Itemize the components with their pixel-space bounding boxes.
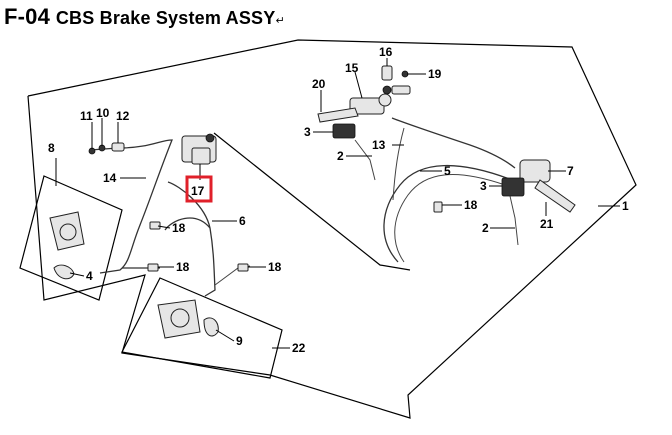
clamp-18-rear — [237, 263, 249, 272]
callout-2-left[interactable]: 2 — [337, 149, 344, 163]
callout-17[interactable]: 17 — [191, 184, 205, 198]
left-lever-cable — [391, 117, 516, 169]
leader-18-center — [157, 225, 171, 229]
wire-2-right — [509, 195, 519, 246]
callout-18-right[interactable]: 18 — [464, 198, 478, 212]
callout-7[interactable]: 7 — [567, 164, 574, 178]
hose-line-13 — [392, 127, 405, 201]
callout-21[interactable]: 21 — [540, 217, 554, 231]
callout-22[interactable]: 22 — [292, 341, 306, 355]
callout-18-center[interactable]: 18 — [172, 221, 186, 235]
callout-14[interactable]: 14 — [103, 171, 117, 185]
callout-3-right[interactable]: 3 — [480, 179, 487, 193]
clamp-18-center — [149, 221, 161, 230]
right-master-cylinder — [501, 159, 576, 213]
callout-1[interactable]: 1 — [622, 199, 629, 213]
leader-4 — [69, 272, 85, 277]
cbs-brake-hose — [167, 181, 216, 297]
callout-20[interactable]: 20 — [312, 77, 326, 91]
part-code: F-04 — [4, 4, 51, 29]
leader-9 — [215, 329, 235, 342]
front-brake-cable — [394, 174, 506, 263]
callout-18-lower[interactable]: 18 — [176, 260, 190, 274]
wire-2-left — [354, 139, 376, 181]
callout-6[interactable]: 6 — [239, 214, 246, 228]
callout-2-right[interactable]: 2 — [482, 221, 489, 235]
left-master-cylinder — [317, 93, 392, 139]
return-mark: ↵ — [275, 15, 285, 27]
rear-caliper — [157, 299, 219, 339]
callout-3-left[interactable]: 3 — [304, 125, 311, 139]
front-caliper-outline — [19, 175, 123, 301]
callout-12[interactable]: 12 — [116, 109, 130, 123]
callout-10[interactable]: 10 — [96, 106, 110, 120]
fitting-12 — [111, 142, 125, 152]
assembly-name: CBS Brake System ASSY — [55, 8, 276, 28]
callout-8[interactable]: 8 — [48, 141, 55, 155]
center-panel-outline — [213, 132, 411, 271]
callout-9[interactable]: 9 — [236, 334, 243, 348]
page-title: F-04 CBS Brake System ASSY↵ — [4, 4, 285, 30]
callout-4[interactable]: 4 — [86, 269, 93, 283]
cbs-distributor-valve — [181, 133, 217, 165]
main-assembly-outline — [27, 39, 637, 419]
callout-13[interactable]: 13 — [372, 138, 386, 152]
leader-15 — [354, 71, 363, 99]
rear-brake-cable — [383, 164, 513, 263]
callout-18-rear[interactable]: 18 — [268, 260, 282, 274]
hose-to-master — [89, 147, 160, 269]
rear-caliper-outline — [121, 277, 283, 379]
callout-5[interactable]: 5 — [444, 164, 451, 178]
front-brake-hose — [99, 139, 173, 274]
clamp-18-lower — [147, 263, 159, 272]
callout-11[interactable]: 11 — [80, 109, 93, 123]
clamp-18-right — [433, 201, 443, 213]
front-caliper — [49, 211, 85, 280]
callout-19[interactable]: 19 — [428, 67, 442, 81]
lever-bracket-16 — [381, 65, 411, 95]
callout-16[interactable]: 16 — [379, 45, 393, 59]
callout-17-highlight — [185, 175, 213, 203]
callout-15[interactable]: 15 — [345, 61, 359, 75]
